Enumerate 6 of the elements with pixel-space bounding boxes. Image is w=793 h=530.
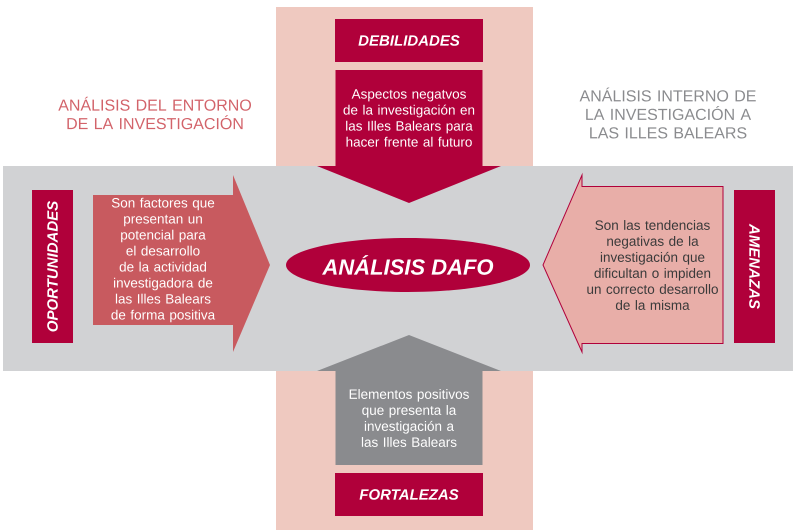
label-box: AMENAZAS <box>734 190 775 343</box>
label-box: DEBILIDADES <box>335 19 483 62</box>
label-box: OPORTUNIDADES <box>32 190 73 343</box>
section-heading: ANÁLISIS DEL ENTORNO DE LA INVESTIGACIÓN <box>58 96 251 130</box>
section-heading: ANÁLISIS INTERNO DE LA INVESTIGACIÓN A LAS ILLES BALEARS <box>580 87 756 139</box>
label-box: FORTALEZAS <box>335 473 483 516</box>
